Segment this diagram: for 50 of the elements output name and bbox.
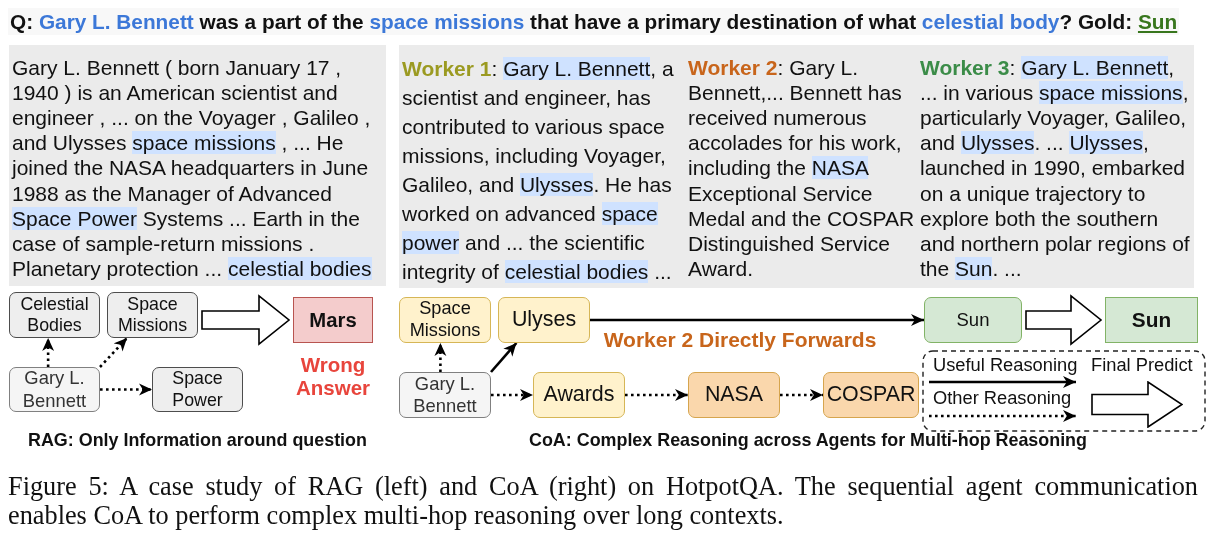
- arrow: [590, 314, 924, 326]
- concept-box: [823, 372, 919, 418]
- concept-box: [399, 297, 491, 343]
- node-label: Space Power: [171, 368, 224, 411]
- node-label: Gary L. Bennett: [412, 372, 478, 418]
- node-label: Mars: [309, 307, 357, 333]
- dotted-arrow: [42, 338, 55, 367]
- panel-caption: RAG: Only Information around question: [27, 429, 368, 451]
- node-label: Awards: [543, 382, 615, 408]
- dotted-arrow: [780, 389, 823, 401]
- node-label: Sun: [1131, 307, 1172, 333]
- worker-output-text: Worker 3: Gary L. Bennett, ... in various space missions, particularly Voyager, Galileo, and Ulysses. ... Ulysses, launched in 1990, embarked on a unique trajectory to explore both the southern and northern polar regions of the Sun. ...: [920, 54, 1191, 282]
- legend-label: Other Reasoning: [933, 388, 1072, 408]
- node-label: Celestial Bodies: [19, 293, 90, 337]
- prediction-box: [293, 297, 373, 343]
- dotted-arrow: [625, 389, 688, 401]
- node-label: Space Missions: [116, 293, 189, 337]
- question-title: Q: Gary L. Bennett was a part of the space missions that have a primary destination of what celestial body? Gold: Sun: [8, 8, 1180, 35]
- worker-output-text: Worker 2: Gary L. Bennett,... Bennett has received numerous accolades for his work, including the NASA Exceptional Service Medal and the COSPAR Distinguished Service Award.: [688, 54, 916, 282]
- node-label: NASA: [704, 382, 764, 408]
- concept-box: [498, 297, 590, 343]
- arrow: [490, 342, 518, 373]
- node-label: Gary L. Bennett: [21, 367, 88, 412]
- dotted-arrow: [99, 337, 128, 368]
- concept-box: [107, 292, 198, 338]
- legend-label: Final Predict: [1091, 355, 1193, 375]
- dotted-arrow: [491, 389, 533, 401]
- worker-output-text: Worker 1: Gary L. Bennett, a scientist and engineer, has contributed to various space missions, including Voyager, Galileo, and Ulysses. He has worked on advanced space power and ... the scientific integrity of celestial bodies ...: [402, 55, 675, 285]
- entity-box: [399, 372, 491, 418]
- dotted-arrow: [100, 383, 152, 396]
- node-label: COSPAR: [826, 382, 916, 408]
- worker-outputs-panel: [399, 45, 1194, 288]
- concept-box: [9, 292, 100, 338]
- verdict-text: Wrong Answer: [294, 353, 372, 399]
- dotted-arrow: [434, 343, 447, 372]
- prediction-box: [1105, 297, 1198, 343]
- block-arrow: [201, 294, 291, 346]
- passage-text: Gary L. Bennett ( born January 17 , 1940 ) is an American scientist and engineer , ... on the Voyager , Galileo , and Ulysses space missions , ... He joined the NASA headquarters in June 1988 as the Manager of Advanced Space Power Systems ... Earth in the case of sample-return missions . Planetary protection ... celestial bodies: [12, 54, 373, 282]
- legend-label: Useful Reasoning: [933, 355, 1078, 375]
- block-arrow: [1025, 294, 1103, 346]
- figure-caption: Figure 5: A case study of RAG (left) and CoA (right) on HotpotQA. The sequential agent communication enables CoA to perform complex multi-hop reasoning over long contexts.: [8, 472, 1198, 530]
- concept-box: [688, 372, 780, 418]
- concept-box: [924, 297, 1022, 343]
- concept-box: [533, 372, 625, 418]
- node-label: Ulyses: [511, 307, 577, 333]
- panel-caption: CoA: Complex Reasoning across Agents for Multi-hop Reasoning: [528, 429, 1088, 451]
- entity-box: [9, 367, 100, 412]
- concept-box: [152, 367, 243, 412]
- node-label: Space Missions: [408, 298, 482, 342]
- node-label: Sun: [956, 308, 990, 332]
